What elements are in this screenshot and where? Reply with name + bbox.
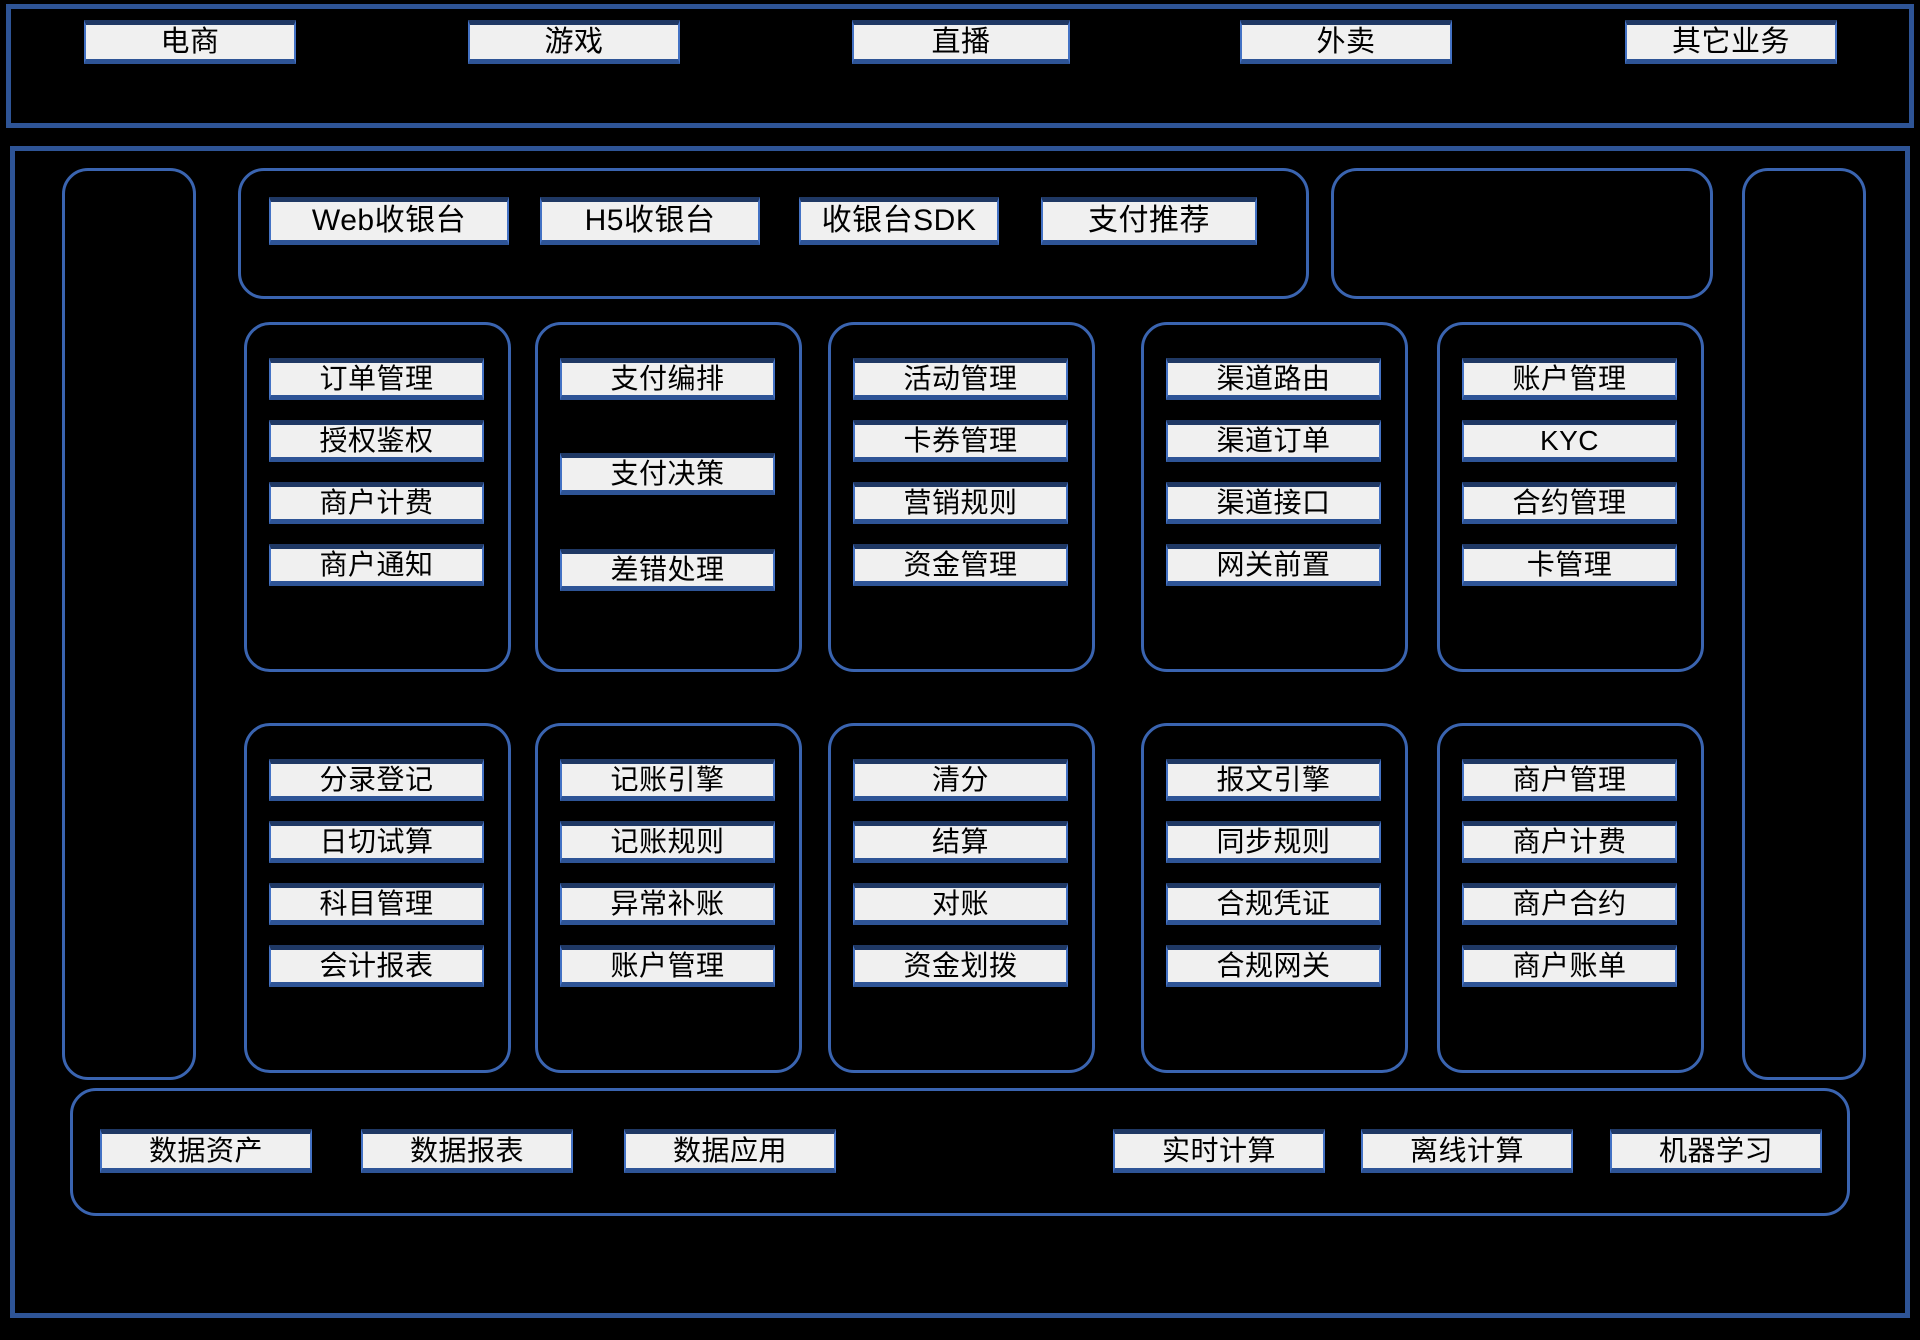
data-item-realtime-compute[interactable]: 实时计算 bbox=[1113, 1129, 1325, 1173]
service-group-bookkeeping: 记账引擎 记账规则 异常补账 账户管理 bbox=[535, 723, 802, 1073]
service-item-compliance-gateway[interactable]: 合规网关 bbox=[1166, 945, 1381, 987]
service-group-accounting: 分录登记 日切试算 科目管理 会计报表 bbox=[244, 723, 511, 1073]
service-item-exception-reconciliation[interactable]: 异常补账 bbox=[560, 883, 775, 925]
service-item-channel-order[interactable]: 渠道订单 bbox=[1166, 420, 1381, 462]
cashier-item-payment-recommendation[interactable]: 支付推荐 bbox=[1041, 197, 1257, 245]
service-item-campaign-management[interactable]: 活动管理 bbox=[853, 358, 1068, 400]
left-side-panel bbox=[62, 168, 196, 1080]
service-item-settlement[interactable]: 结算 bbox=[853, 821, 1068, 863]
service-item-message-engine[interactable]: 报文引擎 bbox=[1166, 759, 1381, 801]
service-item-merchant-contract[interactable]: 商户合约 bbox=[1462, 883, 1677, 925]
service-item-accounting-report[interactable]: 会计报表 bbox=[269, 945, 484, 987]
service-group-merchant: 商户管理 商户计费 商户合约 商户账单 bbox=[1437, 723, 1704, 1073]
service-item-fund-transfer[interactable]: 资金划拨 bbox=[853, 945, 1068, 987]
service-item-contract-management[interactable]: 合约管理 bbox=[1462, 482, 1677, 524]
service-item-entry-registration[interactable]: 分录登记 bbox=[269, 759, 484, 801]
channel-item-livestream[interactable]: 直播 bbox=[852, 20, 1070, 64]
channel-item-game[interactable]: 游戏 bbox=[468, 20, 680, 64]
service-item-error-handling[interactable]: 差错处理 bbox=[560, 549, 775, 591]
channel-item-takeout[interactable]: 外卖 bbox=[1240, 20, 1452, 64]
service-item-compliance-voucher[interactable]: 合规凭证 bbox=[1166, 883, 1381, 925]
data-item-data-report[interactable]: 数据报表 bbox=[361, 1129, 573, 1173]
service-item-payment-orchestration[interactable]: 支付编排 bbox=[560, 358, 775, 400]
service-item-subject-management[interactable]: 科目管理 bbox=[269, 883, 484, 925]
service-item-reconciliation[interactable]: 对账 bbox=[853, 883, 1068, 925]
service-item-fund-management[interactable]: 资金管理 bbox=[853, 544, 1068, 586]
channel-item-other-business[interactable]: 其它业务 bbox=[1625, 20, 1837, 64]
service-item-merchant-billing[interactable]: 商户计费 bbox=[269, 482, 484, 524]
service-item-payment-decision[interactable]: 支付决策 bbox=[560, 453, 775, 495]
service-group-marketing: 活动管理 卡券管理 营销规则 资金管理 bbox=[828, 322, 1095, 672]
service-group-compliance: 报文引擎 同步规则 合规凭证 合规网关 bbox=[1141, 723, 1408, 1073]
service-item-bookkeeping-rules[interactable]: 记账规则 bbox=[560, 821, 775, 863]
service-item-clearing[interactable]: 清分 bbox=[853, 759, 1068, 801]
service-item-card-management[interactable]: 卡管理 bbox=[1462, 544, 1677, 586]
service-item-coupon-management[interactable]: 卡券管理 bbox=[853, 420, 1068, 462]
service-group-channel: 渠道路由 渠道订单 渠道接口 网关前置 bbox=[1141, 322, 1408, 672]
service-item-merchant-management[interactable]: 商户管理 bbox=[1462, 759, 1677, 801]
service-group-payment: 支付编排 支付决策 差错处理 bbox=[535, 322, 802, 672]
cashier-panel: Web收银台 H5收银台 收银台SDK 支付推荐 bbox=[238, 168, 1309, 299]
channel-item-ecommerce[interactable]: 电商 bbox=[84, 20, 296, 64]
service-item-daily-cutoff-trial[interactable]: 日切试算 bbox=[269, 821, 484, 863]
service-item-channel-routing[interactable]: 渠道路由 bbox=[1166, 358, 1381, 400]
service-item-account-management-2[interactable]: 账户管理 bbox=[560, 945, 775, 987]
service-item-gateway-frontend[interactable]: 网关前置 bbox=[1166, 544, 1381, 586]
service-item-merchant-notification[interactable]: 商户通知 bbox=[269, 544, 484, 586]
data-item-offline-compute[interactable]: 离线计算 bbox=[1361, 1129, 1573, 1173]
service-item-merchant-bill[interactable]: 商户账单 bbox=[1462, 945, 1677, 987]
data-layer-panel: 数据资产 数据报表 数据应用 实时计算 离线计算 机器学习 bbox=[70, 1088, 1850, 1216]
service-item-marketing-rules[interactable]: 营销规则 bbox=[853, 482, 1068, 524]
service-group-trade: 订单管理 授权鉴权 商户计费 商户通知 bbox=[244, 322, 511, 672]
service-item-channel-interface[interactable]: 渠道接口 bbox=[1166, 482, 1381, 524]
service-item-account-management[interactable]: 账户管理 bbox=[1462, 358, 1677, 400]
service-group-settlement: 清分 结算 对账 资金划拨 bbox=[828, 723, 1095, 1073]
data-item-data-application[interactable]: 数据应用 bbox=[624, 1129, 836, 1173]
right-side-panel bbox=[1742, 168, 1866, 1080]
cashier-item-web[interactable]: Web收银台 bbox=[269, 197, 509, 245]
channel-layer-row: 电商 游戏 直播 外卖 其它业务 bbox=[0, 4, 1920, 128]
service-item-authorization[interactable]: 授权鉴权 bbox=[269, 420, 484, 462]
data-item-data-asset[interactable]: 数据资产 bbox=[100, 1129, 312, 1173]
cashier-item-h5[interactable]: H5收银台 bbox=[540, 197, 760, 245]
blank-panel bbox=[1331, 168, 1713, 299]
service-item-sync-rules[interactable]: 同步规则 bbox=[1166, 821, 1381, 863]
service-item-merchant-billing-2[interactable]: 商户计费 bbox=[1462, 821, 1677, 863]
service-item-bookkeeping-engine[interactable]: 记账引擎 bbox=[560, 759, 775, 801]
service-item-kyc[interactable]: KYC bbox=[1462, 420, 1677, 462]
service-group-account: 账户管理 KYC 合约管理 卡管理 bbox=[1437, 322, 1704, 672]
service-item-order-management[interactable]: 订单管理 bbox=[269, 358, 484, 400]
cashier-item-sdk[interactable]: 收银台SDK bbox=[799, 197, 999, 245]
data-item-machine-learning[interactable]: 机器学习 bbox=[1610, 1129, 1822, 1173]
